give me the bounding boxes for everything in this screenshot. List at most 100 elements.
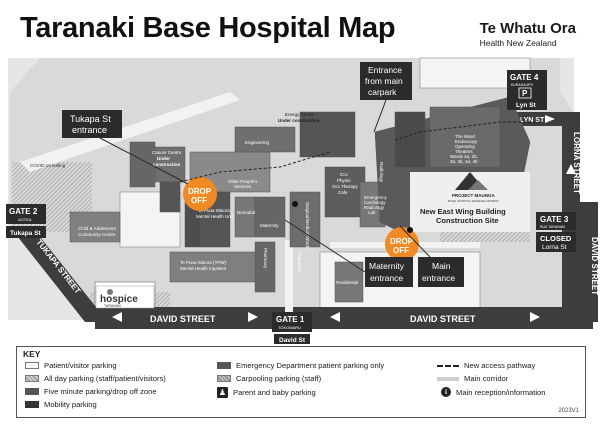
svg-text:entrance: entrance [370, 273, 403, 283]
key-item: Mobility parking [25, 400, 97, 409]
building-label: Endoscopy [455, 139, 478, 144]
building-label: The Ward [455, 134, 475, 139]
key-item: Five minute parking/drop off zone [25, 387, 157, 396]
svg-text:GATE 2: GATE 2 [9, 207, 38, 216]
building-label: Pharmacy [263, 248, 268, 269]
project-maunga-logo: PROJECT MAUNGA BASE HOSPITAL REDEVELOPME… [448, 172, 499, 203]
building-label: Residential [336, 280, 358, 285]
building-label: Radiology [379, 162, 384, 183]
gate-3-label: GATE 3 RUA TARANAKI CLOSED Lorna St [536, 212, 576, 252]
building-label: Mental Health Inpatient [180, 266, 227, 271]
brand-logo: Te Whatu Ora Health New Zealand [480, 20, 576, 48]
svg-text:GATE 4: GATE 4 [510, 73, 539, 82]
construction-label: New East Wing Building [420, 207, 506, 216]
building-label: Occ Therapy [332, 184, 358, 189]
brand-name: Te Whatu Ora [479, 20, 576, 37]
callout-tukapa-entrance: Tukapa St entrance [62, 110, 189, 185]
version-code: 2023V1 [558, 408, 579, 414]
key-item: Emergency Department patient parking onl… [217, 361, 384, 370]
svg-text:BASE HOSPITAL REDEVELOPMENT: BASE HOSPITAL REDEVELOPMENT [448, 199, 499, 203]
svg-text:TOKOMARU: TOKOMARU [278, 325, 301, 330]
building-label: Neonatal [237, 210, 255, 215]
key-item: New access pathway [437, 361, 535, 370]
svg-text:Main: Main [432, 261, 451, 271]
key-item: Patient/visitor parking [25, 361, 117, 370]
arrow-icon [112, 115, 576, 322]
brand-subtitle: Health New Zealand [479, 38, 557, 48]
mobility-parking-swatch [25, 401, 39, 408]
building-label: COVID-19 testing [30, 163, 66, 168]
info-icon [292, 201, 298, 207]
internal-road [20, 92, 240, 172]
svg-text:PROJECT MAUNGA: PROJECT MAUNGA [452, 193, 496, 198]
building-label: Community Centre [78, 232, 116, 237]
building-label: Older People's [228, 179, 258, 184]
building-label: construction [153, 162, 181, 167]
key-item: All day parking (staff/patient/visitors) [25, 374, 166, 383]
svg-text:OFF: OFF [191, 196, 207, 205]
svg-text:KURAHAUPO: KURAHAUPO [511, 83, 533, 87]
street-label-david-left: DAVID STREET [150, 314, 216, 324]
street-label-lorna: LORNA STREET [572, 132, 581, 194]
hospice-logo: hospice TARANAKI [95, 285, 155, 309]
svg-text:Maternity: Maternity [369, 261, 405, 271]
info-icon [407, 227, 413, 233]
key-item: Main corridor [437, 374, 508, 383]
svg-text:GATE 3: GATE 3 [540, 215, 569, 224]
building-label: Wards 2a, 2b, [450, 154, 478, 159]
callout-main-carpark-entrance: Entrance from main carpark [360, 62, 412, 133]
parking-icon [518, 87, 532, 99]
gate-1-label: GATE 1 TOKOMARU David St [272, 312, 312, 344]
construction-label: Construction Site [436, 216, 499, 225]
gate-4-label: GATE 4 KURAHAUPO P Lyn St [507, 70, 547, 110]
building-label: 3a, 3b, 4a, 4b [450, 159, 478, 164]
building-label: ICU [340, 172, 348, 177]
drop-off-zone-left: DROP OFF [183, 177, 217, 211]
drop-off-zone-right: DROP OFF [385, 227, 419, 261]
building-label: Mental Health Unit [196, 214, 234, 219]
parent-baby-icon: ♟ [217, 387, 228, 398]
svg-text:carpark: carpark [368, 87, 397, 97]
map-key: KEY Patient/visitor parking All day park… [16, 346, 586, 418]
david-street-road [95, 307, 593, 329]
david-street-vertical [580, 202, 598, 322]
svg-text:from main: from main [365, 76, 403, 86]
building-label: Physio [337, 178, 351, 183]
key-item: ♟ Parent and baby parking [217, 387, 316, 398]
info-icon: i [441, 387, 451, 397]
building-label: Surgical/Medical Wards [305, 202, 310, 250]
svg-text:Lyn St: Lyn St [516, 102, 536, 109]
svg-text:DROP: DROP [390, 237, 414, 246]
street-label-david-right: DAVID STREET [410, 314, 476, 324]
building-label: Under construction [278, 118, 320, 123]
svg-text:entrance: entrance [72, 125, 107, 135]
street-label-david-vertical: DAVID STREET [590, 237, 599, 295]
internal-road [285, 240, 293, 320]
gate-2-label: GATE 2 AOTEA Tukapa St [6, 204, 46, 238]
key-item: i Main reception/information [441, 387, 545, 397]
corridor-line-icon [437, 376, 459, 381]
building-label: Services [234, 184, 252, 189]
tukapa-street-road [10, 227, 108, 322]
svg-text:AOTEA: AOTEA [18, 217, 32, 222]
building-label: Engineering [245, 140, 270, 145]
svg-text:Entrance: Entrance [368, 65, 402, 75]
svg-text:David St: David St [279, 337, 306, 344]
svg-text:DROP: DROP [188, 187, 212, 196]
building-label: Under [157, 156, 170, 161]
callout-main-entrance: Main entrance [399, 225, 464, 287]
building-label: Radiology [364, 205, 385, 210]
building-label: Maternity [260, 223, 279, 228]
svg-text:hospice: hospice [100, 294, 138, 305]
building-label: Child & Adolescent [78, 226, 117, 231]
svg-text:Tukapa St: Tukapa St [10, 230, 41, 237]
patient-parking-swatch [25, 362, 39, 369]
building-label: Cancer Centre [152, 150, 182, 155]
svg-text:CLOSED: CLOSED [540, 234, 572, 243]
all-day-parking-swatch [25, 375, 39, 382]
building-label: Te Puna Waiora (TPW) [180, 260, 227, 265]
svg-text:Tukapa St: Tukapa St [70, 114, 111, 124]
svg-text:Lorna St: Lorna St [542, 244, 567, 251]
street-label-lyn: LYN ST [520, 117, 545, 124]
svg-text:GATE 1: GATE 1 [276, 315, 305, 324]
